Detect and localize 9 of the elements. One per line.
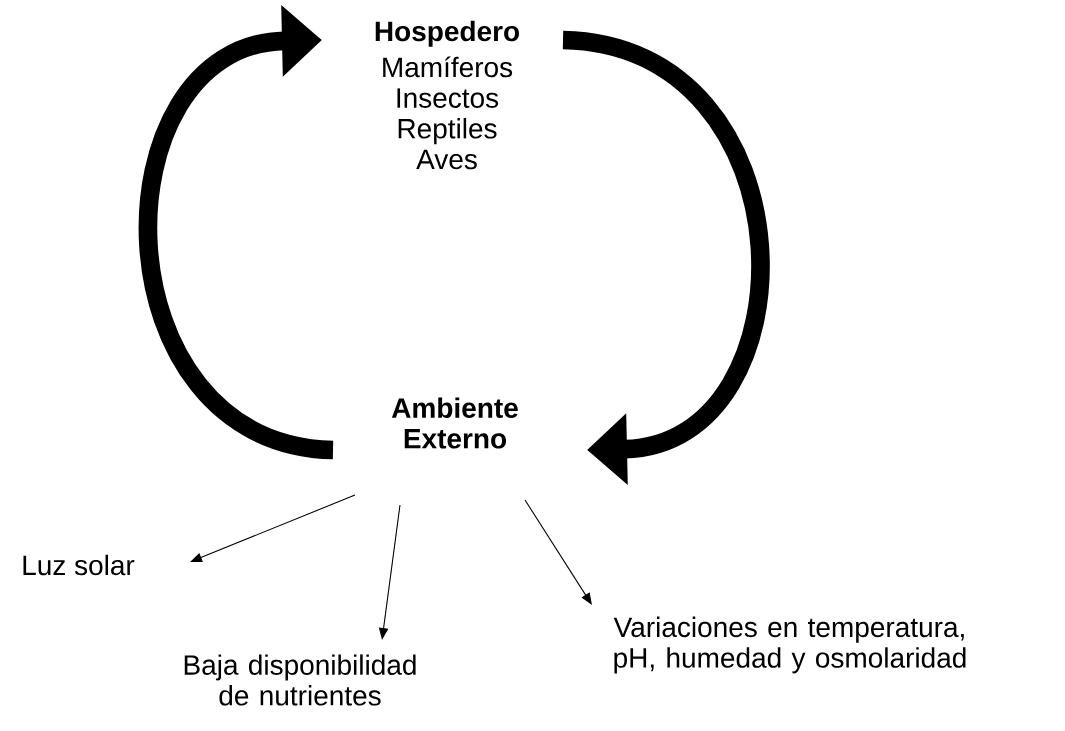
text-label: Baja disponibilidad de nutrientes <box>184 654 416 706</box>
curved-arrow <box>139 4 335 460</box>
arrow <box>190 494 356 562</box>
text-label: Ambiente Externo <box>391 397 518 449</box>
arrow <box>524 499 592 605</box>
text-label: Variaciones en temperatura, pH, humedad y osmolaridad <box>613 616 966 674</box>
text-label: Luz solar <box>23 554 135 576</box>
text-label: Hospedero Mamíferos Insectos Reptiles Aves <box>375 20 520 170</box>
curved-arrow <box>561 30 769 486</box>
